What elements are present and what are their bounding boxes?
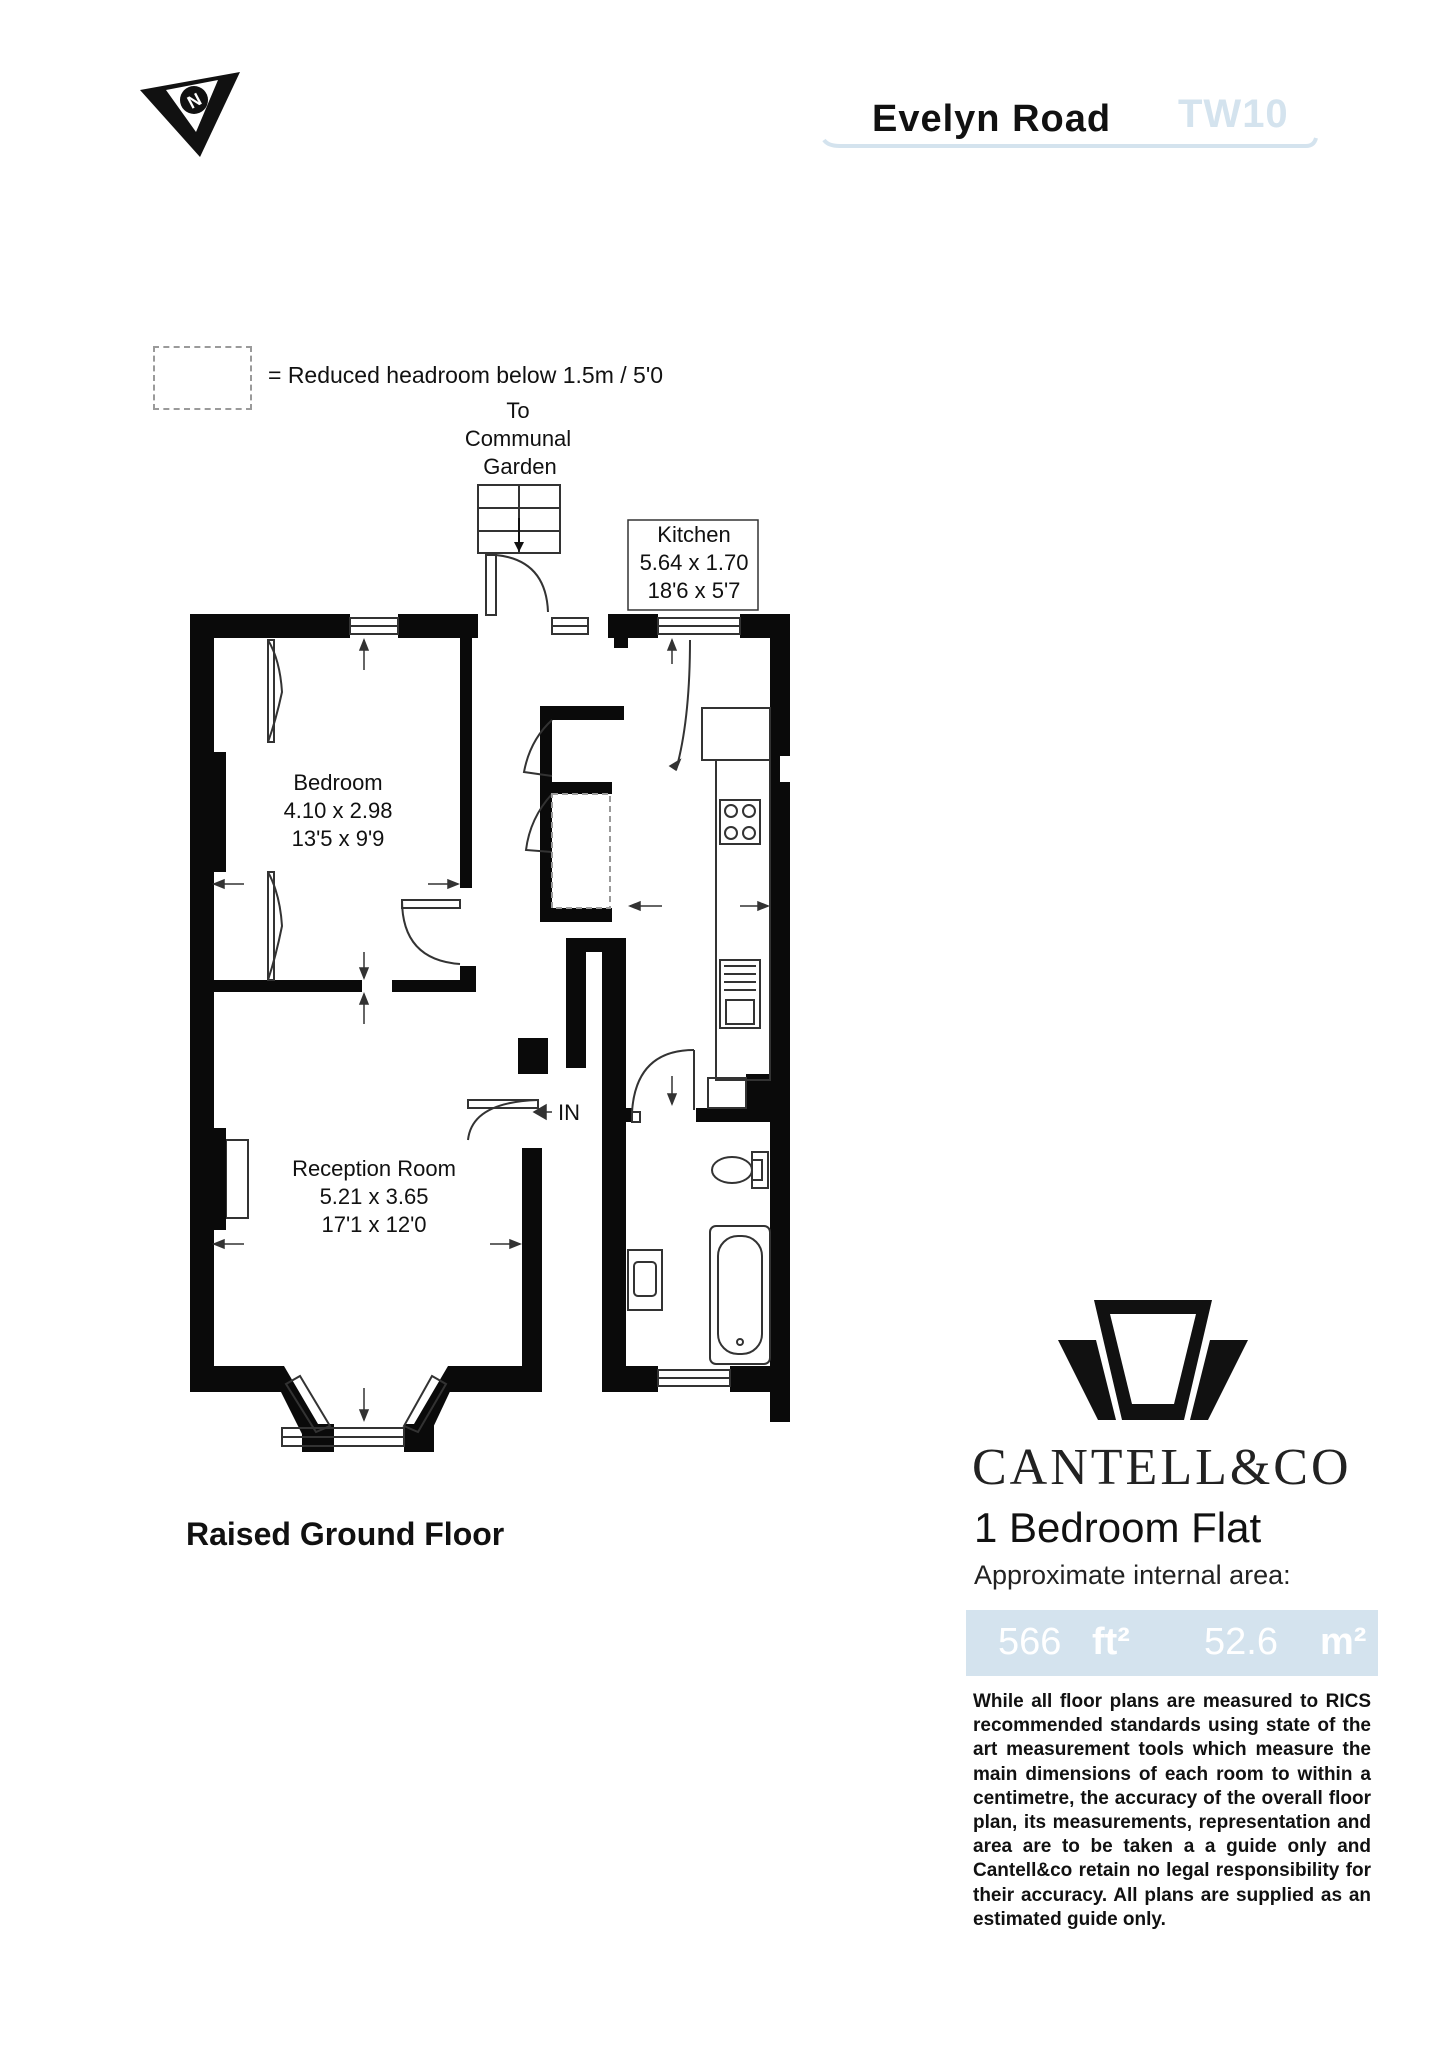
agency-name: CANTELL&CO	[972, 1439, 1352, 1496]
north-compass-icon: N	[140, 72, 240, 157]
fireplace	[225, 1139, 249, 1219]
area-sqm: 52.6	[1204, 1621, 1278, 1663]
bedroom-metric: 4.10 x 2.98	[284, 798, 393, 823]
bathroom-fixtures	[627, 1151, 771, 1365]
agency-logo	[1058, 1300, 1248, 1420]
garden-label-line-3: Garden	[483, 454, 556, 479]
area-box: 566 ft² 52.6 m²	[966, 1610, 1378, 1676]
legend-text: = Reduced headroom below 1.5m / 5'0	[268, 362, 663, 388]
measurement-arrows	[211, 637, 771, 1423]
windows	[281, 617, 741, 1447]
doors	[401, 554, 695, 1141]
kitchen-label-box	[627, 519, 759, 611]
postcode: TW10	[1178, 92, 1289, 136]
kitchen-units	[701, 707, 771, 1109]
reception-metric: 5.21 x 3.65	[320, 1184, 429, 1209]
walls	[190, 614, 790, 1452]
reduced-headroom-legend-swatch	[153, 346, 252, 410]
area-sqm-unit: m²	[1320, 1621, 1367, 1663]
chimney-breast	[190, 1128, 226, 1230]
entrance-label: IN	[558, 1100, 580, 1125]
floor-label: Raised Ground Floor	[186, 1516, 505, 1552]
bedroom-imperial: 13'5 x 9'9	[292, 826, 385, 851]
header-underline	[822, 137, 1318, 148]
area-sqft: 566	[998, 1621, 1062, 1663]
cupboards	[267, 639, 611, 981]
street-name: Evelyn Road	[872, 98, 1112, 140]
garden-stairs	[477, 484, 561, 554]
area-caption: Approximate internal area:	[974, 1560, 1291, 1590]
kitchen-name: Kitchen	[657, 522, 730, 547]
property-type: 1 Bedroom Flat	[974, 1504, 1262, 1551]
kitchen-metric: 5.64 x 1.70	[640, 550, 749, 575]
garden-label-line-2: Communal	[465, 426, 571, 451]
kitchen-imperial: 18'6 x 5'7	[648, 578, 741, 603]
reception-name: Reception Room	[292, 1156, 456, 1181]
area-sqft-unit: ft²	[1092, 1621, 1130, 1663]
garden-label-line-1: To	[506, 398, 529, 423]
disclaimer: While all floor plans are measured to RI…	[973, 1691, 1371, 1930]
reception-imperial: 17'1 x 12'0	[321, 1212, 426, 1237]
bedroom-name: Bedroom	[293, 770, 382, 795]
